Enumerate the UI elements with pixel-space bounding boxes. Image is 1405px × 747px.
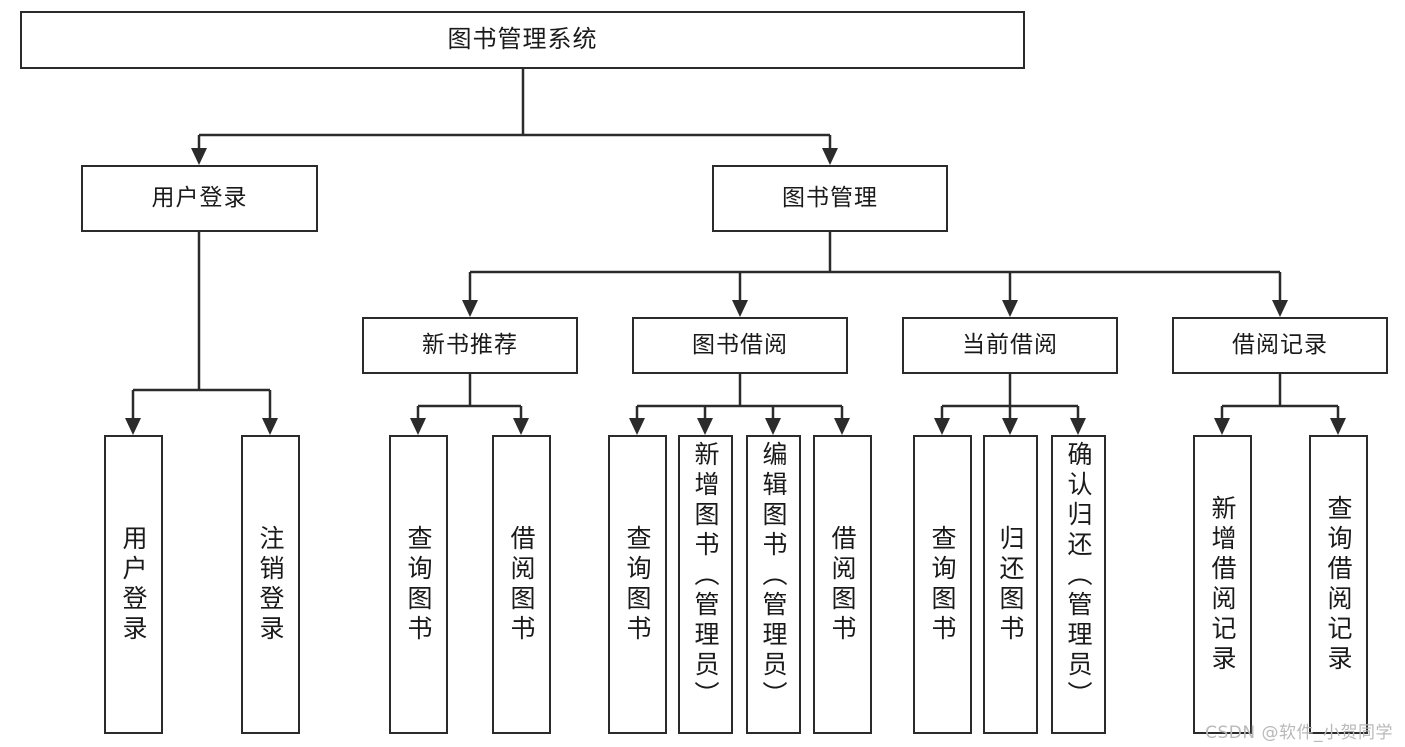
arrowhead-leaf-add-book [697,418,713,435]
arrowhead-leaf-query-book-1 [410,418,426,435]
node-label: 图书借阅 [692,332,788,359]
leaf-add-borrow-record[interactable]: 新增借阅记录 [1193,435,1252,734]
leaf-borrow-book-2[interactable]: 借阅图书 [813,435,872,734]
node-label: 注销登录 [256,524,285,645]
leaf-edit-book[interactable]: 编辑图书（管理员） [746,435,801,734]
node-book-borrow[interactable]: 图书借阅 [632,317,848,374]
arrowhead-leaf-logout [262,418,278,435]
watermark-text: CSDN @软件_小贺同学 [1205,723,1393,743]
node-root-system[interactable]: 图书管理系统 [20,11,1025,69]
arrowhead-leaf-return-book [1002,418,1018,435]
arrowhead-leaf-edit-book [765,418,781,435]
arrowhead-user-login [191,148,207,165]
leaf-query-book-2[interactable]: 查询图书 [608,435,667,734]
node-label: 当前借阅 [962,332,1058,359]
arrowhead-leaf-add-record [1214,418,1230,435]
arrowhead-leaf-query-book-2 [629,418,645,435]
node-new-book-recommendation[interactable]: 新书推荐 [362,317,578,374]
arrowhead-leaf-borrow-book-1 [513,418,529,435]
node-label: 用户登录 [151,185,248,212]
arrowhead-borrow-record [1272,300,1288,317]
leaf-logout[interactable]: 注销登录 [241,435,300,734]
leaf-confirm-return[interactable]: 确认归还（管理员） [1051,435,1106,734]
leaf-return-book[interactable]: 归还图书 [983,435,1038,734]
node-label: 编辑图书（管理员） [759,441,788,711]
node-label: 图书管理 [782,185,878,212]
leaf-query-borrow-record[interactable]: 查询借阅记录 [1309,435,1368,734]
node-label: 用户登录 [119,524,148,645]
node-label: 新增图书（管理员） [691,441,720,711]
arrowhead-leaf-user-login [125,418,141,435]
arrowhead-leaf-query-book-3 [934,418,950,435]
leaf-user-login[interactable]: 用户登录 [104,435,163,734]
node-label: 确认归还（管理员） [1064,441,1093,711]
node-label: 查询借阅记录 [1324,494,1353,675]
leaf-query-book-3[interactable]: 查询图书 [913,435,972,734]
node-label: 借阅图书 [828,524,857,645]
node-label: 查询图书 [404,524,433,645]
node-label: 查询图书 [623,524,652,645]
leaf-add-book[interactable]: 新增图书（管理员） [678,435,733,734]
arrowhead-leaf-query-record [1330,418,1346,435]
node-label: 图书管理系统 [447,25,598,54]
arrowhead-new-book-rec [462,300,478,317]
arrowhead-leaf-confirm-return [1070,418,1086,435]
node-borrow-record[interactable]: 借阅记录 [1172,317,1388,374]
leaf-borrow-book-1[interactable]: 借阅图书 [492,435,551,734]
node-label: 新增借阅记录 [1208,494,1237,675]
leaf-query-book-1[interactable]: 查询图书 [389,435,448,734]
node-label: 归还图书 [996,524,1025,645]
node-label: 借阅图书 [507,524,536,645]
arrowhead-book-borrow [732,300,748,317]
node-current-borrow[interactable]: 当前借阅 [902,317,1118,374]
arrowhead-current-borrow [1002,300,1018,317]
arrowhead-leaf-borrow-book-2 [834,418,850,435]
node-label: 新书推荐 [422,332,518,359]
node-user-login[interactable]: 用户登录 [81,165,318,232]
node-label: 查询图书 [928,524,957,645]
node-label: 借阅记录 [1232,332,1328,359]
arrowhead-book-manage [822,148,838,165]
node-book-manage[interactable]: 图书管理 [712,165,948,232]
